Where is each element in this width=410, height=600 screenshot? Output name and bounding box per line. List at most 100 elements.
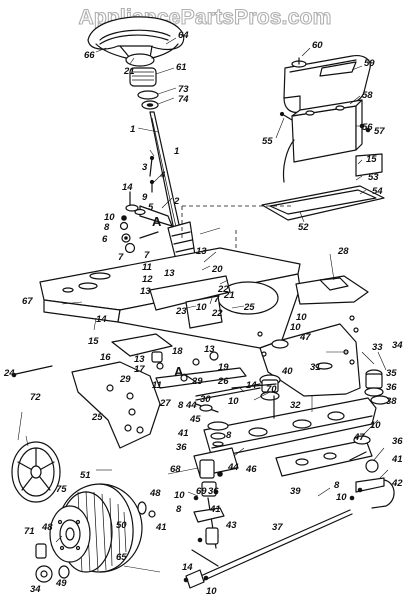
part-label: 1 xyxy=(130,124,135,135)
part-label: 10 xyxy=(104,212,115,223)
part-label: 8 xyxy=(178,400,184,411)
part-label: 13 xyxy=(140,286,151,297)
part-label: 11 xyxy=(152,380,162,391)
leader-lines xyxy=(17,37,389,573)
part-label: 29 xyxy=(191,376,203,387)
part-label: 27 xyxy=(159,398,171,409)
part-label: 68 xyxy=(170,464,181,475)
part-label: 10 xyxy=(196,302,207,313)
part-label: 43 xyxy=(225,520,237,531)
part-label: 46 xyxy=(245,464,257,475)
part-label: 6 xyxy=(102,234,108,245)
part-label: 3 xyxy=(142,162,148,173)
part-label: 14 xyxy=(246,380,257,391)
axle-mount-left xyxy=(11,333,247,449)
part-label: 72 xyxy=(30,392,41,403)
part-label: 13 xyxy=(196,246,207,257)
part-label: 13 xyxy=(134,354,145,365)
part-label: 8 xyxy=(104,222,110,233)
part-label: 56 xyxy=(362,122,373,133)
part-label: 11 xyxy=(142,262,152,273)
part-label: 58 xyxy=(362,90,373,101)
part-label: 13 xyxy=(204,344,215,355)
part-number-labels: 64 66 21 61 73 74 1 1 60 59 58 55 56 57 … xyxy=(3,30,403,597)
part-label: 10 xyxy=(228,396,239,407)
part-label: 41 xyxy=(391,454,403,465)
part-label: 21 xyxy=(223,290,235,301)
part-label: 36 xyxy=(392,436,403,447)
part-label: 39 xyxy=(290,486,301,497)
steering-bushing-stack xyxy=(129,67,159,110)
part-label: 8 xyxy=(176,504,182,515)
part-label: 75 xyxy=(56,484,67,495)
callout-letter: A xyxy=(174,364,184,379)
part-label: 65 xyxy=(116,552,127,563)
part-label: 2 xyxy=(173,196,180,207)
part-label: 14 xyxy=(182,562,193,573)
battery-assembly xyxy=(181,55,385,262)
part-label: 53 xyxy=(368,172,379,183)
part-label: 10 xyxy=(206,586,217,597)
part-label: 73 xyxy=(178,84,189,95)
part-label: 41 xyxy=(177,428,189,439)
part-label: 10 xyxy=(296,312,307,323)
part-label: 8 xyxy=(334,480,340,491)
part-label: 52 xyxy=(298,222,309,233)
part-label: 48 xyxy=(149,488,161,499)
part-label: 1 xyxy=(174,146,179,157)
part-label: 29 xyxy=(119,374,131,385)
part-label: 10 xyxy=(290,322,301,333)
part-label: 21 xyxy=(123,66,135,77)
part-label: 14 xyxy=(122,182,133,193)
part-label: 15 xyxy=(366,154,377,165)
steering-wheel-assembly xyxy=(87,16,185,67)
part-label: 51 xyxy=(80,470,91,481)
part-label: 22 xyxy=(217,284,229,295)
part-label: 74 xyxy=(178,94,189,105)
part-label: 60 xyxy=(312,40,323,51)
part-label: 10 xyxy=(370,420,381,431)
part-label: 40 xyxy=(281,366,293,377)
part-label: 19 xyxy=(218,362,229,373)
part-label: 41 xyxy=(155,522,167,533)
part-label: 14 xyxy=(96,314,107,325)
part-label: 45 xyxy=(189,414,201,425)
part-label: 57 xyxy=(374,126,385,137)
front-axle xyxy=(193,369,395,509)
part-label: 17 xyxy=(134,364,145,375)
part-label: 5 xyxy=(148,202,154,213)
part-label: 33 xyxy=(372,342,383,353)
part-label: 30 xyxy=(200,394,211,405)
part-label: 38 xyxy=(386,396,397,407)
part-label: 61 xyxy=(176,62,187,73)
part-label: 66 xyxy=(84,50,95,61)
part-label: 9 xyxy=(142,192,148,203)
part-label: 47 xyxy=(299,332,311,343)
part-label: 34 xyxy=(30,584,41,595)
part-label: 36 xyxy=(208,486,219,497)
steering-shaft xyxy=(149,111,197,269)
part-label: 44 xyxy=(227,462,239,473)
part-label: 26 xyxy=(217,376,229,387)
tie-rod xyxy=(183,489,353,589)
part-label: 7 xyxy=(118,252,124,263)
part-label: 36 xyxy=(176,442,187,453)
part-label: 69 xyxy=(196,486,207,497)
part-label: 15 xyxy=(88,336,99,347)
part-label: 49 xyxy=(55,578,67,589)
part-label: 64 xyxy=(178,30,189,41)
main-frame xyxy=(39,247,369,397)
part-label: 7 xyxy=(144,250,150,261)
part-label: 34 xyxy=(392,340,403,351)
part-label: 37 xyxy=(272,522,283,533)
part-label: 55 xyxy=(262,136,273,147)
part-label: 48 xyxy=(41,522,53,533)
part-label: 47 xyxy=(353,432,365,443)
callout-letter: A xyxy=(152,214,162,229)
front-tire xyxy=(35,483,156,583)
part-label: 70 xyxy=(266,384,277,395)
part-label: 24 xyxy=(3,368,15,379)
part-label: 22 xyxy=(211,308,223,319)
part-label: 13 xyxy=(164,268,175,279)
